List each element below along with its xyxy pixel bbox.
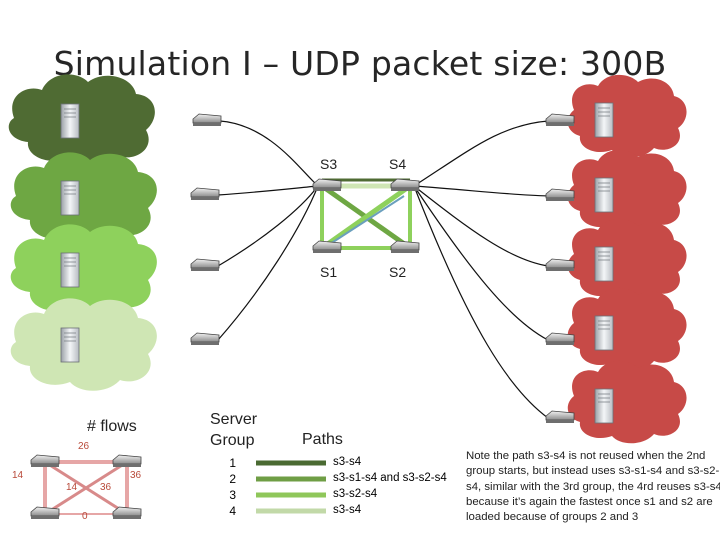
legend-lines	[256, 460, 326, 514]
flows-value-left: 14	[12, 470, 24, 481]
destination-cloud-5	[567, 360, 687, 444]
switch-s2-label: S2	[389, 264, 407, 280]
switch-s2	[390, 240, 420, 254]
legend-path-1: s3-s4	[333, 456, 362, 468]
legend-group-4: 4	[229, 504, 236, 518]
note-text: Note the path s3-s4 is not reused when t…	[466, 450, 720, 524]
legend-path-2: s3-s1-s4 and s3-s2-s4	[333, 472, 447, 484]
source-links	[217, 120, 319, 341]
switch-s1	[312, 240, 342, 254]
legend-paths-header: Paths	[302, 431, 343, 448]
destination-clouds	[567, 74, 687, 444]
flows-value-bottom: 0	[82, 511, 88, 522]
flows-topology	[30, 454, 142, 520]
source-cloud-group-1	[8, 74, 155, 167]
flows-value-center-right: 36	[100, 482, 112, 493]
legend-group-1: 1	[229, 456, 236, 470]
flows-title: # flows	[87, 418, 137, 435]
switch-s4	[390, 178, 420, 192]
legend-group-2: 2	[229, 472, 236, 486]
destination-cloud-3	[567, 218, 687, 302]
legend-path-4: s3-s4	[333, 504, 362, 516]
destination-cloud-4	[567, 287, 687, 371]
flows-value-right: 36	[130, 470, 142, 481]
switch-s3	[312, 178, 342, 192]
source-cloud-group-3	[10, 224, 157, 317]
flows-value-top: 26	[78, 441, 90, 452]
flows-value-center-left: 14	[66, 482, 78, 493]
slide-title: Simulation I – UDP packet size: 300B	[53, 44, 667, 83]
destination-edge-switches	[545, 113, 575, 424]
switch-s4-label: S4	[389, 156, 407, 172]
legend-server-group-header: Server Group	[210, 411, 258, 449]
source-cloud-group-2	[10, 152, 157, 245]
destination-cloud-1	[567, 74, 687, 158]
legend-group-3: 3	[229, 488, 236, 502]
switch-s1-label: S1	[320, 264, 338, 280]
legend-path-3: s3-s2-s4	[333, 488, 378, 500]
switch-s3-label: S3	[320, 156, 338, 172]
source-cloud-group-4	[10, 298, 157, 391]
destination-links	[413, 120, 549, 419]
destination-cloud-2	[567, 149, 687, 233]
source-edge-switches	[190, 113, 222, 346]
